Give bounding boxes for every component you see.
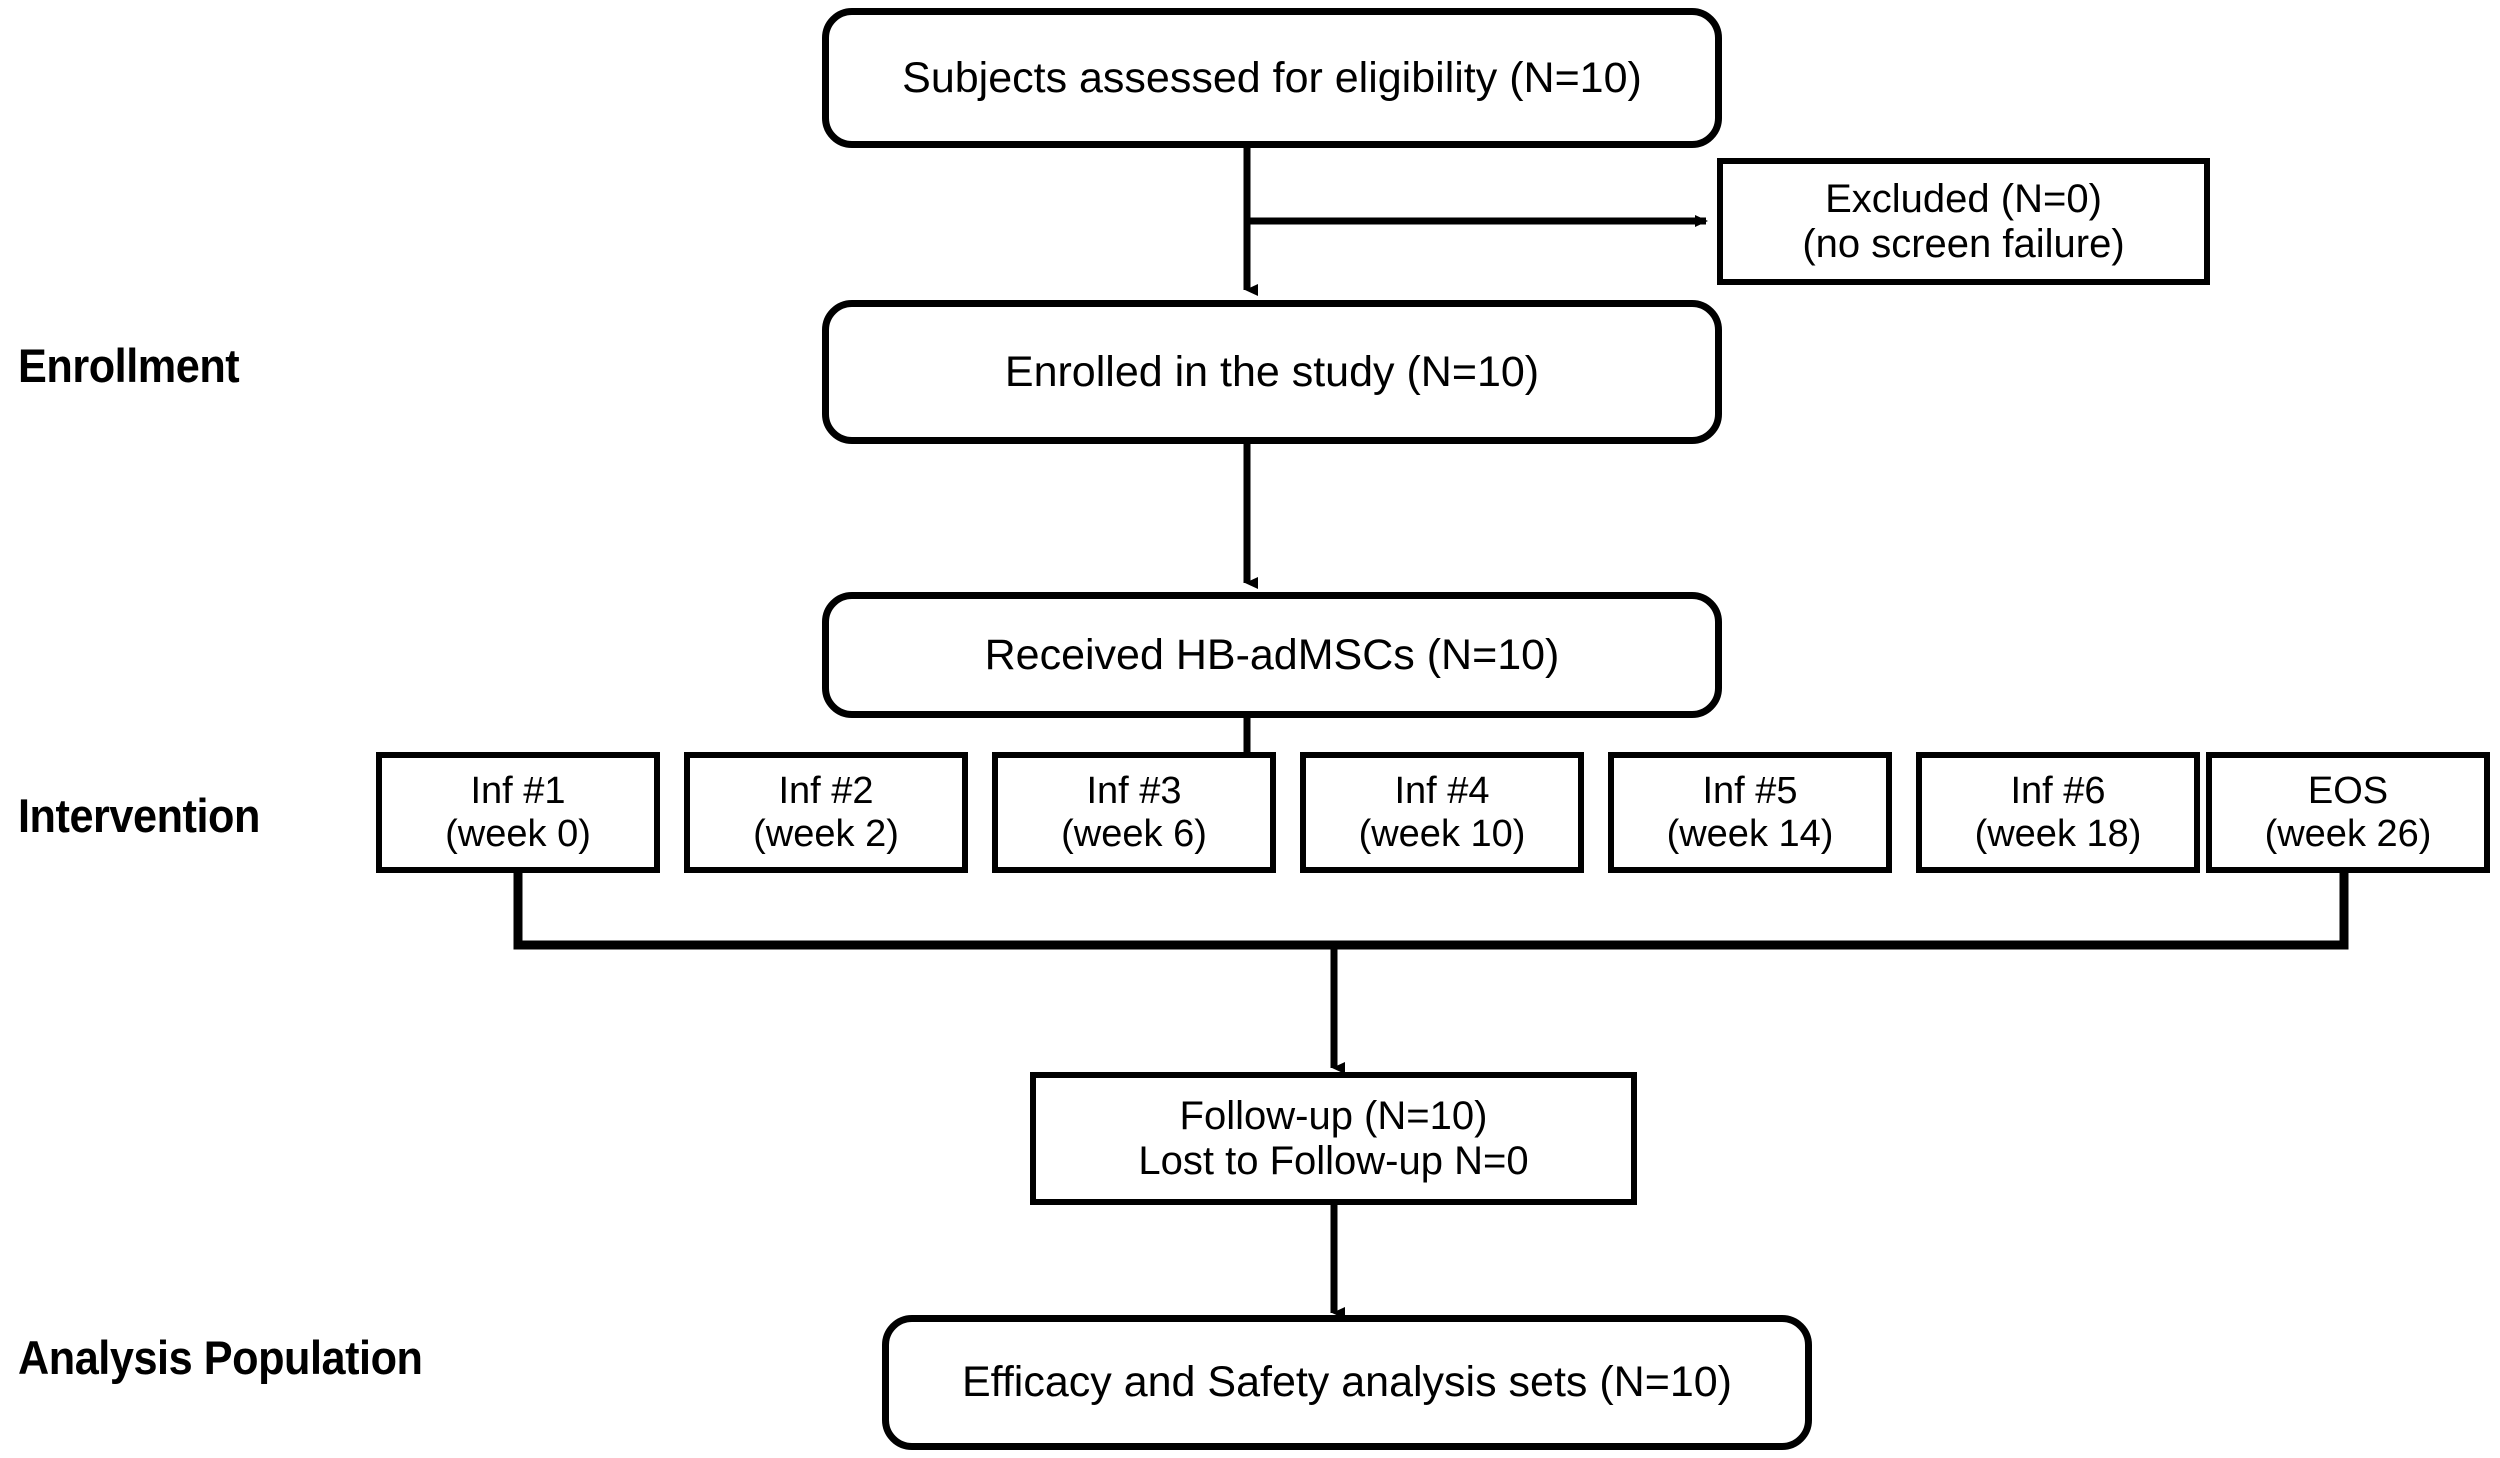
node-enrolled[interactable]: Enrolled in the study (N=10): [822, 300, 1722, 444]
node-subjects-assessed-text: Subjects assessed for eligibility (N=10): [902, 53, 1642, 102]
node-received-hbadmscs[interactable]: Received HB-adMSCs (N=10): [822, 592, 1722, 718]
node-analysis-sets-text: Efficacy and Safety analysis sets (N=10): [962, 1358, 1732, 1407]
visit-box-inf5-line1: Inf #5: [1702, 769, 1798, 812]
node-excluded-line2: (no screen failure): [1802, 221, 2125, 266]
stage-label-intervention: Intervention: [18, 789, 260, 842]
visit-box-inf3[interactable]: Inf #3 (week 6): [992, 752, 1276, 873]
node-follow-up-line1: Follow-up (N=10): [1179, 1093, 1488, 1138]
connector-visits-bracket: [513, 873, 2349, 950]
visit-box-inf1[interactable]: Inf #1 (week 0): [376, 752, 660, 873]
visit-box-inf6-line1: Inf #6: [2010, 769, 2106, 812]
visit-box-eos-line1: EOS: [2307, 769, 2389, 812]
visit-box-eos[interactable]: EOS (week 26): [2206, 752, 2490, 873]
visit-box-inf2[interactable]: Inf #2 (week 2): [684, 752, 968, 873]
visit-box-inf4[interactable]: Inf #4 (week 10): [1300, 752, 1584, 873]
visit-box-inf3-line2: (week 6): [1061, 812, 1207, 855]
visit-box-inf5[interactable]: Inf #5 (week 14): [1608, 752, 1892, 873]
node-received-hbadmscs-text: Received HB-adMSCs (N=10): [984, 630, 1560, 679]
stage-label-enrollment: Enrollment: [18, 339, 240, 392]
node-follow-up-line2: Lost to Follow-up N=0: [1138, 1138, 1529, 1183]
node-analysis-sets[interactable]: Efficacy and Safety analysis sets (N=10): [882, 1315, 1812, 1450]
visit-box-inf6-line2: (week 18): [1974, 812, 2142, 855]
node-enrolled-text: Enrolled in the study (N=10): [1004, 347, 1540, 396]
visit-box-inf3-line1: Inf #3: [1086, 769, 1182, 812]
node-follow-up[interactable]: Follow-up (N=10) Lost to Follow-up N=0: [1030, 1072, 1637, 1205]
node-excluded[interactable]: Excluded (N=0) (no screen failure): [1717, 158, 2210, 285]
visit-box-eos-line2: (week 26): [2264, 812, 2432, 855]
visit-box-inf2-line1: Inf #2: [778, 769, 874, 812]
visit-box-inf2-line2: (week 2): [753, 812, 899, 855]
visit-box-inf1-line2: (week 0): [445, 812, 591, 855]
visit-box-inf1-line1: Inf #1: [470, 769, 566, 812]
node-subjects-assessed[interactable]: Subjects assessed for eligibility (N=10): [822, 8, 1722, 148]
visit-box-inf4-line2: (week 10): [1358, 812, 1526, 855]
visit-box-inf5-line2: (week 14): [1666, 812, 1834, 855]
stage-label-analysis-population: Analysis Population: [18, 1331, 423, 1384]
visit-box-inf4-line1: Inf #4: [1394, 769, 1490, 812]
node-excluded-line1: Excluded (N=0): [1825, 176, 2102, 221]
visit-box-inf6[interactable]: Inf #6 (week 18): [1916, 752, 2200, 873]
